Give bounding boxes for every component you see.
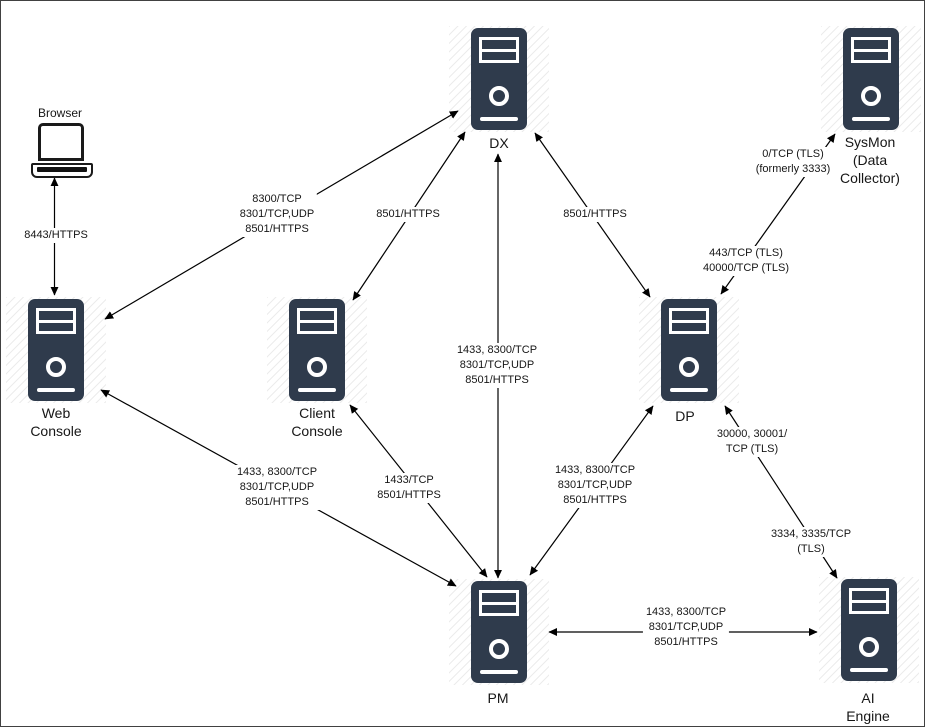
power-button-icon bbox=[489, 86, 509, 106]
server-icon-ai-engine bbox=[841, 579, 897, 681]
vent-slot-icon bbox=[480, 670, 518, 674]
node-label-browser: Browser bbox=[37, 106, 83, 120]
vent-slot-icon bbox=[852, 117, 890, 121]
edge-label-dx-dp: 8501/HTTPS bbox=[560, 207, 630, 222]
power-button-icon bbox=[307, 357, 327, 377]
drive-bay-icon bbox=[479, 37, 519, 63]
edge-label-client-console-pm: 1433/TCP 8501/HTTPS bbox=[374, 473, 444, 503]
edge-label-browser-web-console: 8443/HTTPS bbox=[21, 228, 91, 243]
drive-bay-icon bbox=[851, 37, 891, 63]
server-icon-dx bbox=[471, 28, 527, 130]
node-label-web-console: Web Console bbox=[30, 405, 82, 439]
server-icon-dp bbox=[661, 299, 717, 401]
vent-slot-icon bbox=[670, 388, 708, 392]
power-button-icon bbox=[46, 357, 66, 377]
server-icon-sysmon bbox=[843, 28, 899, 130]
drive-bay-icon bbox=[297, 308, 337, 334]
edge-label-dp-sysmon-bottom: 443/TCP (TLS) 40000/TCP (TLS) bbox=[699, 246, 793, 276]
server-icon-client-console bbox=[289, 299, 345, 401]
drive-bay-icon bbox=[669, 308, 709, 334]
node-label-pm: PM bbox=[487, 690, 509, 706]
laptop-screen bbox=[38, 123, 84, 161]
node-label-client-console: Client Console bbox=[291, 405, 343, 439]
edge-label-client-console-dx: 8501/HTTPS bbox=[373, 207, 443, 222]
server-icon-pm bbox=[471, 581, 527, 683]
edge-label-dx-pm: 1433, 8300/TCP 8301/TCP,UDP 8501/HTTPS bbox=[453, 343, 541, 388]
node-label-ai-engine: AI Engine bbox=[846, 690, 890, 724]
laptop-icon bbox=[31, 123, 93, 179]
laptop-keyboard bbox=[31, 163, 93, 178]
vent-slot-icon bbox=[37, 388, 75, 392]
drive-bay-icon bbox=[36, 308, 76, 334]
power-button-icon bbox=[489, 639, 509, 659]
power-button-icon bbox=[861, 86, 881, 106]
edge-label-web-console-pm: 1433, 8300/TCP 8301/TCP,UDP 8501/HTTPS bbox=[233, 465, 321, 510]
vent-slot-icon bbox=[298, 388, 336, 392]
node-label-dp: DP bbox=[675, 408, 695, 424]
node-label-sysmon: SysMon (Data Collector) bbox=[840, 134, 900, 186]
power-button-icon bbox=[679, 357, 699, 377]
vent-slot-icon bbox=[480, 117, 518, 121]
edge-label-dp-ai-engine-top: 30000, 30001/ TCP (TLS) bbox=[713, 427, 791, 457]
drive-bay-icon bbox=[849, 588, 889, 614]
edge-label-dp-sysmon-top: 0/TCP (TLS) (formerly 3333) bbox=[752, 147, 834, 177]
vent-slot-icon bbox=[850, 668, 888, 672]
edge-label-dp-ai-engine-bottom: 3334, 3335/TCP (TLS) bbox=[767, 527, 855, 557]
server-icon-web-console bbox=[28, 299, 84, 401]
edge-label-web-console-dx: 8300/TCP 8301/TCP,UDP 8501/HTTPS bbox=[236, 192, 318, 237]
edge-label-pm-ai-engine: 1433, 8300/TCP 8301/TCP,UDP 8501/HTTPS bbox=[642, 605, 730, 650]
node-label-dx: DX bbox=[489, 135, 509, 151]
edge-label-dp-pm: 1433, 8300/TCP 8301/TCP,UDP 8501/HTTPS bbox=[551, 463, 639, 508]
drive-bay-icon bbox=[479, 590, 519, 616]
power-button-icon bbox=[859, 637, 879, 657]
